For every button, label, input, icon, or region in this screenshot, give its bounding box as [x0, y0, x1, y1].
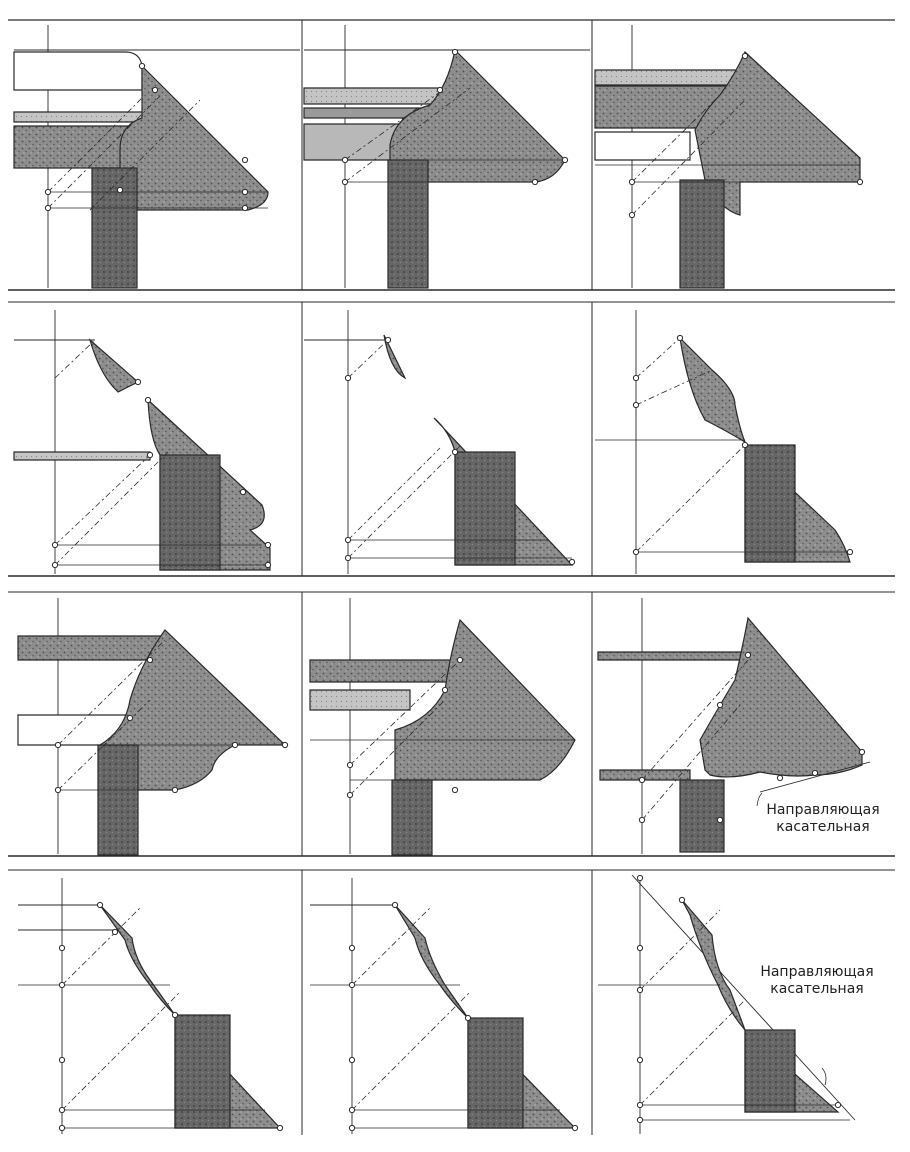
drawing-cell-4-1 — [18, 878, 284, 1134]
drawing-cell-1-2 — [303, 25, 590, 289]
label-line-1: Направляющая — [766, 802, 880, 818]
guide-tangent-label-row4: Направляющая касательная — [742, 964, 892, 998]
label-line-2: касательная — [776, 819, 870, 835]
drawing-cell-4-2 — [310, 878, 579, 1134]
drawing-cell-3-3 — [597, 598, 871, 854]
drawing-cell-1-3 — [594, 25, 864, 289]
drawing-cell-3-2 — [309, 598, 576, 856]
drawing-cell-4-3 — [598, 874, 856, 1134]
drawing-cell-2-1 — [13, 310, 272, 574]
sheet-frame — [8, 19, 895, 1135]
drawing-cell-2-2 — [304, 310, 576, 574]
label-line-2: касательная — [770, 981, 864, 997]
label-line-1: Направляющая — [760, 964, 874, 980]
drawing-cell-1-1 — [13, 25, 300, 289]
drawing-cell-2-3 — [595, 310, 854, 574]
guide-tangent-label-row3: Направляющая касательная — [748, 802, 898, 836]
drawing-cell-3-1 — [17, 598, 289, 856]
